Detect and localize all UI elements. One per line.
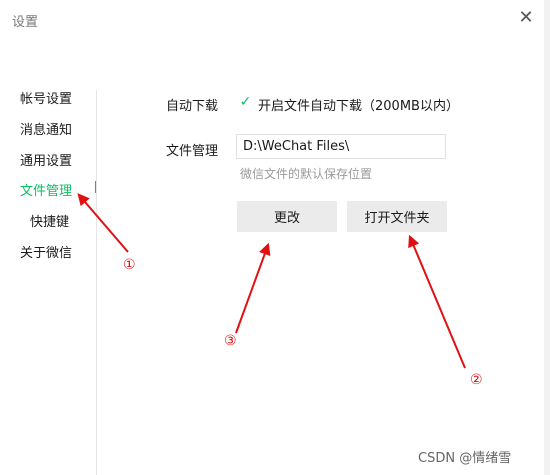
file-management-label: 文件管理 (166, 144, 219, 159)
arrow-1 (77, 193, 129, 253)
auto-download-checkbox-text[interactable]: 开启文件自动下载（200MB以内） (258, 99, 459, 114)
open-folder-button[interactable]: 打开文件夹 (347, 201, 447, 232)
background-window-edge (544, 0, 550, 475)
auto-download-label: 自动下载 (166, 99, 219, 114)
close-icon[interactable]: ✕ (518, 7, 534, 28)
sidebar-item-general[interactable]: 通用设置 (20, 154, 73, 169)
annotation-1: ① (123, 257, 136, 273)
sidebar-item-file-management[interactable]: 文件管理 (20, 184, 73, 199)
annotation-2: ② (470, 372, 483, 388)
file-path-field[interactable]: D:\WeChat Files\ (236, 134, 446, 159)
file-path-hint: 微信文件的默认保存位置 (240, 167, 373, 181)
sidebar-item-notifications[interactable]: 消息通知 (20, 123, 73, 138)
annotation-3: ③ (224, 333, 237, 349)
watermark: CSDN @情绪雪 (418, 451, 512, 466)
window-title: 设置 (12, 15, 39, 30)
arrow-2 (408, 234, 466, 369)
sidebar-item-shortcuts[interactable]: 快捷键 (30, 215, 70, 230)
arrow-3 (235, 242, 271, 334)
checkmark-icon[interactable]: ✓ (239, 93, 252, 110)
change-button[interactable]: 更改 (237, 201, 337, 232)
sidebar-item-about[interactable]: 关于微信 (20, 246, 73, 261)
sidebar-item-account[interactable]: 帐号设置 (20, 92, 73, 107)
sidebar-divider (96, 90, 97, 475)
